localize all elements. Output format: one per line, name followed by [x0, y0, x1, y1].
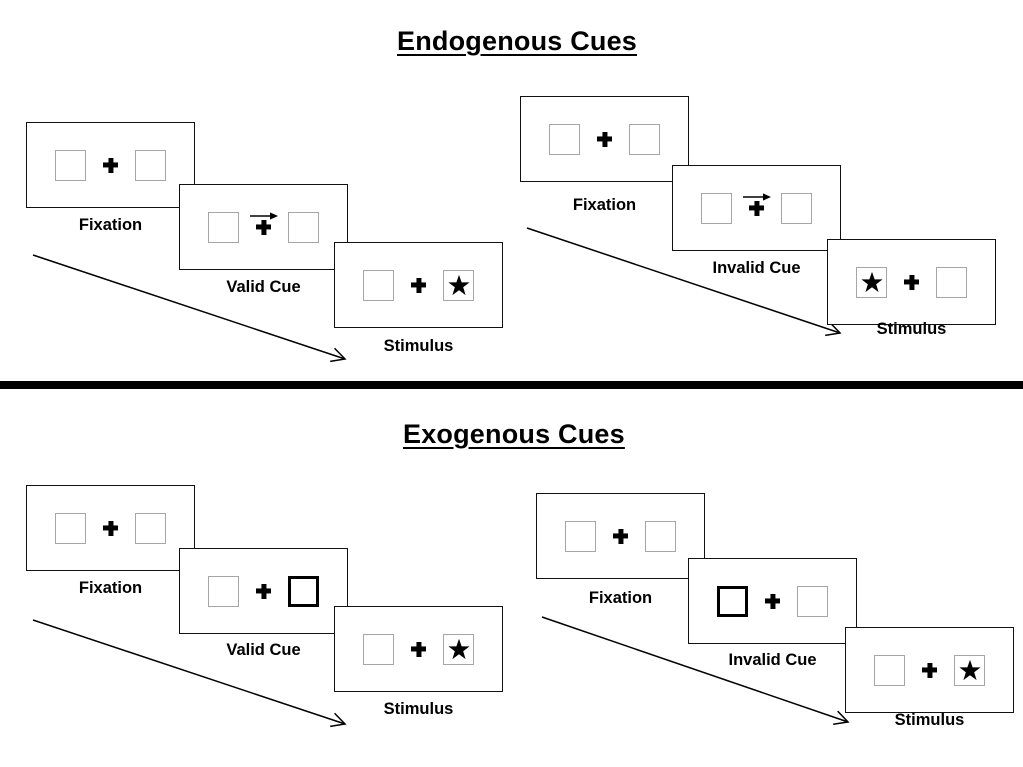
trial-panel-endogenous-endogenous-invalid-stimulus	[827, 239, 996, 325]
fixation-cross-icon	[411, 642, 426, 657]
panel-contents	[27, 123, 194, 207]
panel-contents	[521, 97, 688, 181]
empty-box	[781, 192, 812, 224]
panel-caption-fixation: Fixation	[588, 589, 653, 607]
panel-caption-stimulus: Stimulus	[383, 337, 454, 355]
fixation-cross-icon	[103, 158, 118, 173]
fixation-cross-icon	[597, 132, 612, 147]
empty-box	[135, 149, 166, 181]
section-title-endogenous: Endogenous Cues	[397, 26, 638, 56]
panel-contents	[27, 486, 194, 570]
empty-box	[208, 211, 239, 243]
trial-panel-exogenous-exogenous-valid-stimulus	[334, 606, 503, 692]
empty-box	[797, 585, 828, 617]
panel-contents	[689, 559, 856, 643]
trial-panel-endogenous-endogenous-invalid-cue	[672, 165, 841, 251]
fixation-cross-icon	[904, 275, 919, 290]
panel-contents	[537, 494, 704, 578]
fixation-cross-wrap	[743, 192, 771, 224]
section-divider	[0, 381, 1023, 389]
empty-box	[363, 269, 394, 301]
trial-panel-exogenous-exogenous-valid-fixation	[26, 485, 195, 571]
panel-caption-stimulus: Stimulus	[876, 320, 947, 338]
fixation-cross-wrap	[922, 655, 937, 686]
cued-box	[288, 575, 319, 607]
section-title-exogenous: Exogenous Cues	[403, 419, 625, 449]
stimulus-box-with-star	[954, 654, 985, 686]
fixation-cross-icon	[103, 521, 118, 536]
fixation-cross-icon	[613, 529, 628, 544]
fixation-cross-icon	[765, 594, 780, 609]
empty-box	[55, 149, 86, 181]
stimulus-box-with-star	[443, 269, 474, 301]
empty-box	[288, 211, 319, 243]
panel-contents	[673, 166, 840, 250]
cued-box	[717, 585, 748, 617]
panel-caption-cue: Invalid Cue	[728, 651, 817, 669]
panel-caption-cue: Valid Cue	[226, 278, 301, 296]
empty-box	[549, 123, 580, 155]
panel-contents	[335, 243, 502, 327]
trial-panel-endogenous-endogenous-valid-cue	[179, 184, 348, 270]
panel-caption-fixation: Fixation	[78, 216, 143, 234]
panel-caption-cue: Valid Cue	[226, 641, 301, 659]
fixation-cross-icon	[256, 220, 271, 235]
star-icon	[958, 659, 981, 681]
trial-panel-exogenous-exogenous-invalid-stimulus	[845, 627, 1014, 713]
panel-caption-fixation: Fixation	[78, 579, 143, 597]
fixation-cross-wrap	[904, 267, 919, 298]
star-icon	[447, 638, 470, 660]
fixation-cross-wrap	[613, 521, 628, 552]
fixation-cross-wrap	[411, 270, 426, 301]
trial-panel-endogenous-endogenous-invalid-fixation	[520, 96, 689, 182]
fixation-cross-wrap	[411, 634, 426, 665]
panel-caption-cue: Invalid Cue	[712, 259, 801, 277]
fixation-cross-icon	[922, 663, 937, 678]
empty-box	[565, 520, 596, 552]
trial-panel-exogenous-exogenous-invalid-fixation	[536, 493, 705, 579]
trial-panel-exogenous-exogenous-valid-cue	[179, 548, 348, 634]
fixation-cross-wrap	[597, 124, 612, 155]
empty-box	[936, 266, 967, 298]
panel-contents	[180, 185, 347, 269]
panel-caption-fixation: Fixation	[572, 196, 637, 214]
empty-box	[874, 654, 905, 686]
stimulus-box-with-star	[443, 633, 474, 665]
fixation-cross-wrap	[765, 586, 780, 617]
empty-box	[135, 512, 166, 544]
panel-contents	[335, 607, 502, 691]
trial-panel-exogenous-exogenous-invalid-cue	[688, 558, 857, 644]
star-icon	[447, 274, 470, 296]
panel-caption-stimulus: Stimulus	[383, 700, 454, 718]
empty-box	[701, 192, 732, 224]
fixation-cross-wrap	[256, 576, 271, 607]
fixation-cross-wrap	[250, 211, 278, 243]
panel-contents	[828, 240, 995, 324]
panel-contents	[846, 628, 1013, 712]
stimulus-box-with-star	[856, 266, 887, 298]
panel-contents	[180, 549, 347, 633]
empty-box	[629, 123, 660, 155]
empty-box	[645, 520, 676, 552]
fixation-cross-icon	[411, 278, 426, 293]
empty-box	[363, 633, 394, 665]
fixation-cross-icon	[256, 584, 271, 599]
fixation-cross-icon	[749, 201, 764, 216]
panel-caption-stimulus: Stimulus	[894, 711, 965, 729]
empty-box	[55, 512, 86, 544]
trial-panel-endogenous-endogenous-valid-fixation	[26, 122, 195, 208]
empty-box	[208, 575, 239, 607]
fixation-cross-wrap	[103, 513, 118, 544]
fixation-cross-wrap	[103, 150, 118, 181]
trial-panel-endogenous-endogenous-valid-stimulus	[334, 242, 503, 328]
star-icon	[860, 271, 883, 293]
